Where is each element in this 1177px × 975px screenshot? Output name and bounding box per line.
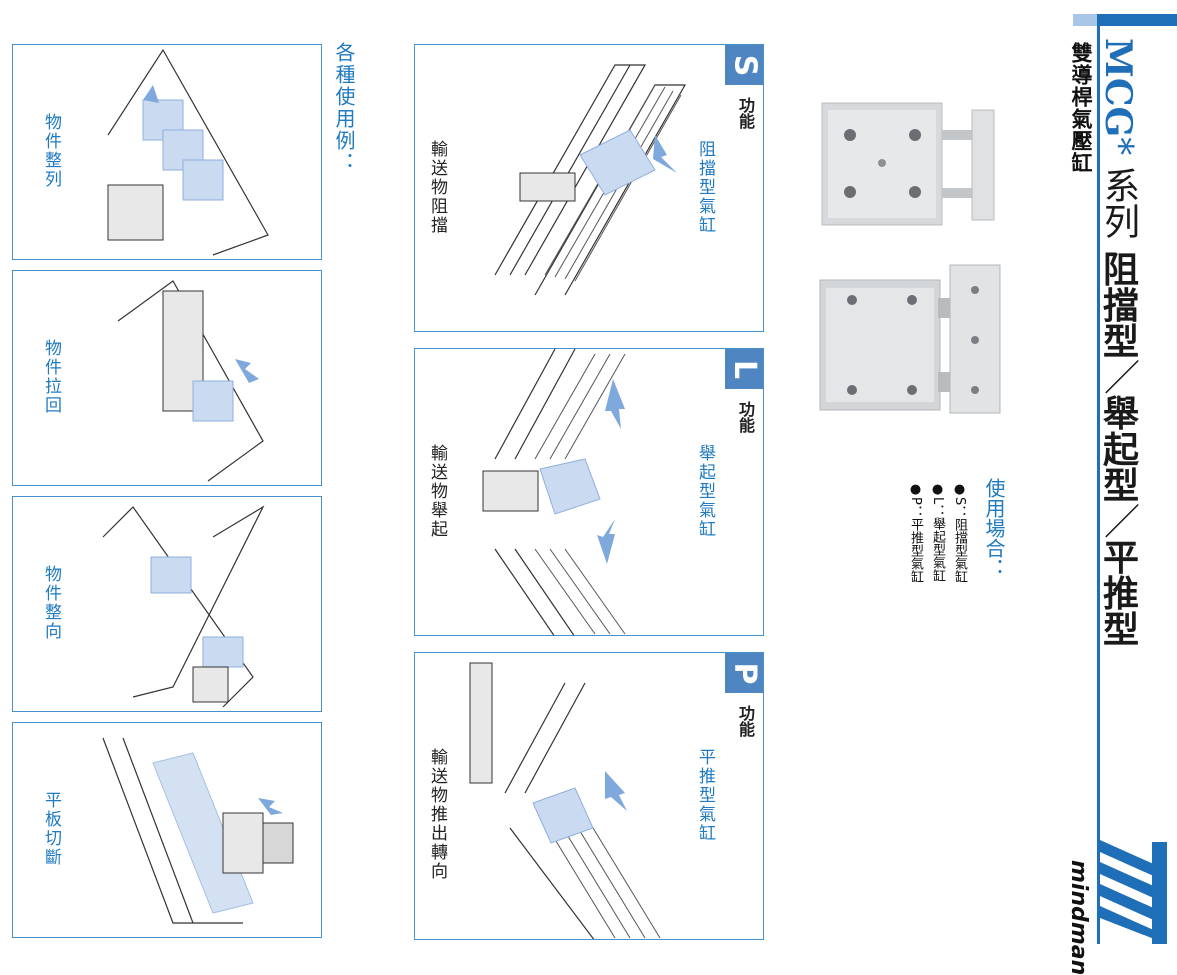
series-code: MCG [1097,38,1139,138]
header-bar [1097,14,1177,26]
examples-title: 各種使用例： [332,42,356,174]
example-panel-1: 物件整列 [12,44,322,260]
example-panel-4: 平板切斷 [12,722,322,938]
example-label-3: 物件整向 [41,565,61,641]
series-suffix: 系列 [1098,166,1139,239]
function-label-l: 功能 [736,401,755,433]
example-panel-2: 物件拉回 [12,270,322,486]
stopper-diagram [494,64,687,296]
function-panel-p: P 功能 平推型氣缸 輸送物推出轉向 [414,652,764,940]
example-orient-diagram [102,505,265,708]
type-lift: 舉起型 [1097,394,1139,503]
example-pullback-diagram [117,280,264,482]
function-label-p: 功能 [736,705,755,737]
type-push: 平推型 [1097,538,1139,647]
usage-item-s: ●S：阻擋型氣缸 [952,482,967,584]
type-label-p: 平推型氣缸 [695,748,715,843]
function-panel-l: L 功能 舉起型氣缸 輸送物舉起 [414,348,764,636]
tag-s-letter: S [727,54,763,76]
lifter-diagram [482,349,626,635]
brand-name: mindman [1066,860,1091,975]
header-bar-accent [1073,14,1097,26]
function-panel-s: S 功能 阻擋型氣缸 輸送物阻擋 [414,44,764,332]
caption-s: 輸送物阻擋 [427,140,447,235]
example-label-4: 平板切斷 [41,791,61,867]
example-label-2: 物件拉回 [41,339,61,415]
tag-s: S [725,45,763,85]
usage-item-p: ●P：平推型氣缸 [908,482,923,583]
type-label-s: 阻擋型氣缸 [695,140,715,235]
series-title: MCG* 系列 阻擋型／舉起型／平推型 [1097,38,1139,647]
tag-p: P [725,653,763,693]
function-label-s: 功能 [736,97,755,129]
tag-l-letter: L [727,359,763,379]
usage-item-l: ●L：舉起型氣缸 [930,482,945,583]
caption-l: 輸送物舉起 [427,444,447,539]
header-rule [1097,14,1100,944]
type-label-l: 舉起型氣缸 [695,444,715,539]
tag-l: L [725,349,763,389]
example-cut-diagram [102,737,294,924]
subtitle: 雙導桿氣壓缸 [1069,42,1093,174]
series-star: * [1098,137,1139,156]
pusher-diagram [469,662,661,939]
example-label-1: 物件整列 [41,113,61,189]
usage-title: 使用場合： [982,478,1006,578]
caption-p: 輸送物推出轉向 [427,748,447,881]
example-align-diagram [107,48,269,256]
type-stop: 阻擋型 [1097,250,1139,359]
example-panel-3: 物件整向 [12,496,322,712]
tag-p-letter: P [727,662,763,684]
